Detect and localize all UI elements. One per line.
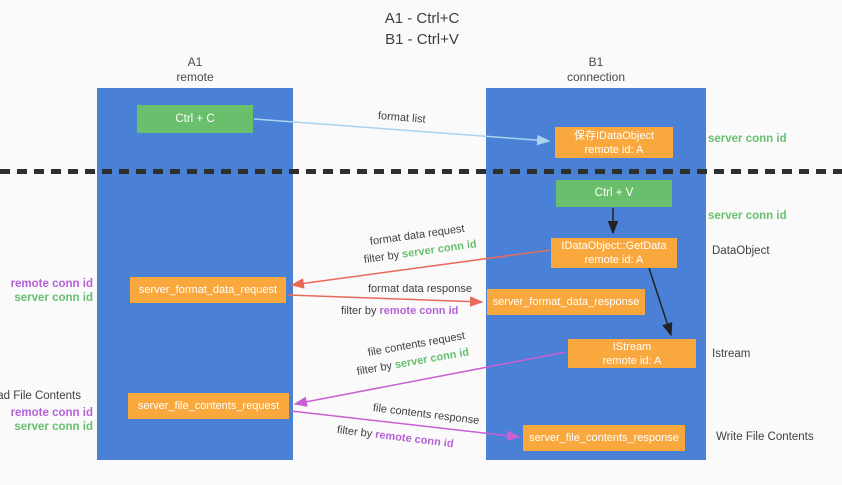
label-server-conn-id-right-2: server conn id bbox=[708, 210, 787, 222]
arrow-format-data-response bbox=[287, 294, 484, 307]
column-b1-name: B1 bbox=[588, 55, 604, 69]
box-istream: IStream remote id: A bbox=[568, 339, 696, 368]
box-server-file-contents-request: server_file_contents_request bbox=[128, 393, 289, 419]
column-b1-role: connection bbox=[566, 70, 626, 84]
label-istream: Istream bbox=[712, 348, 751, 360]
box-server-format-data-response: server_format_data_response bbox=[487, 289, 645, 315]
box-save-idataobject: 保存IDataObject remote id: A bbox=[555, 127, 673, 158]
label-remote-conn-id-left-1: remote conn id bbox=[10, 278, 93, 290]
label-server-conn-id-right-1: server conn id bbox=[708, 133, 787, 145]
box-save-idataobject-line1: 保存IDataObject bbox=[573, 129, 655, 142]
label-dataobject: DataObject bbox=[712, 245, 770, 257]
arrow-format-list bbox=[253, 118, 551, 146]
column-header-a1: A1 remote bbox=[97, 55, 293, 85]
arrow-file-contents-response bbox=[290, 410, 521, 441]
box-idataobject-getdata-line2: remote id: A bbox=[584, 254, 644, 266]
box-save-idataobject-line2: remote id: A bbox=[584, 143, 644, 156]
column-a1-role: remote bbox=[176, 70, 214, 84]
label-server-conn-id-left-2: server conn id bbox=[14, 421, 93, 433]
arrow-format-data-request bbox=[290, 249, 551, 289]
box-server-file-contents-response: server_file_contents_response bbox=[523, 425, 685, 451]
box-ctrl-v: Ctrl + V bbox=[556, 180, 672, 207]
title-line-b: B1 - Ctrl+V bbox=[385, 31, 459, 48]
label-server-conn-id-left-1: server conn id bbox=[14, 292, 93, 304]
label-remote-conn-id-left-2: remote conn id bbox=[10, 407, 93, 419]
diagram-title: A1 - Ctrl+C B1 - Ctrl+V bbox=[312, 8, 532, 50]
filter-prefix: filter by bbox=[341, 305, 380, 317]
label-filter-format-data-response: filter by remote conn id bbox=[341, 305, 458, 317]
arrow-getdata-to-istream bbox=[648, 267, 673, 337]
box-istream-line2: remote id: A bbox=[602, 354, 662, 367]
box-server-format-data-request: server_format_data_request bbox=[130, 277, 286, 303]
label-format-data-response: format data response bbox=[368, 283, 472, 295]
box-istream-line1: IStream bbox=[612, 340, 652, 353]
box-ctrl-c: Ctrl + C bbox=[137, 105, 253, 133]
box-idataobject-getdata: IDataObject::GetData remote id: A bbox=[551, 238, 677, 268]
column-header-b1: B1 connection bbox=[486, 55, 706, 85]
column-a1-name: A1 bbox=[187, 55, 203, 69]
title-line-a: A1 - Ctrl+C bbox=[384, 10, 460, 27]
arrow-file-contents-request bbox=[293, 351, 567, 407]
label-write-file-contents: Write File Contents bbox=[716, 431, 814, 443]
filter-key-remote-conn-id: remote conn id bbox=[379, 305, 459, 317]
box-idataobject-getdata-line1: IDataObject::GetData bbox=[561, 240, 667, 252]
label-read-file-contents: Read File Contents bbox=[0, 390, 81, 402]
divider-dotted-line bbox=[0, 169, 842, 174]
